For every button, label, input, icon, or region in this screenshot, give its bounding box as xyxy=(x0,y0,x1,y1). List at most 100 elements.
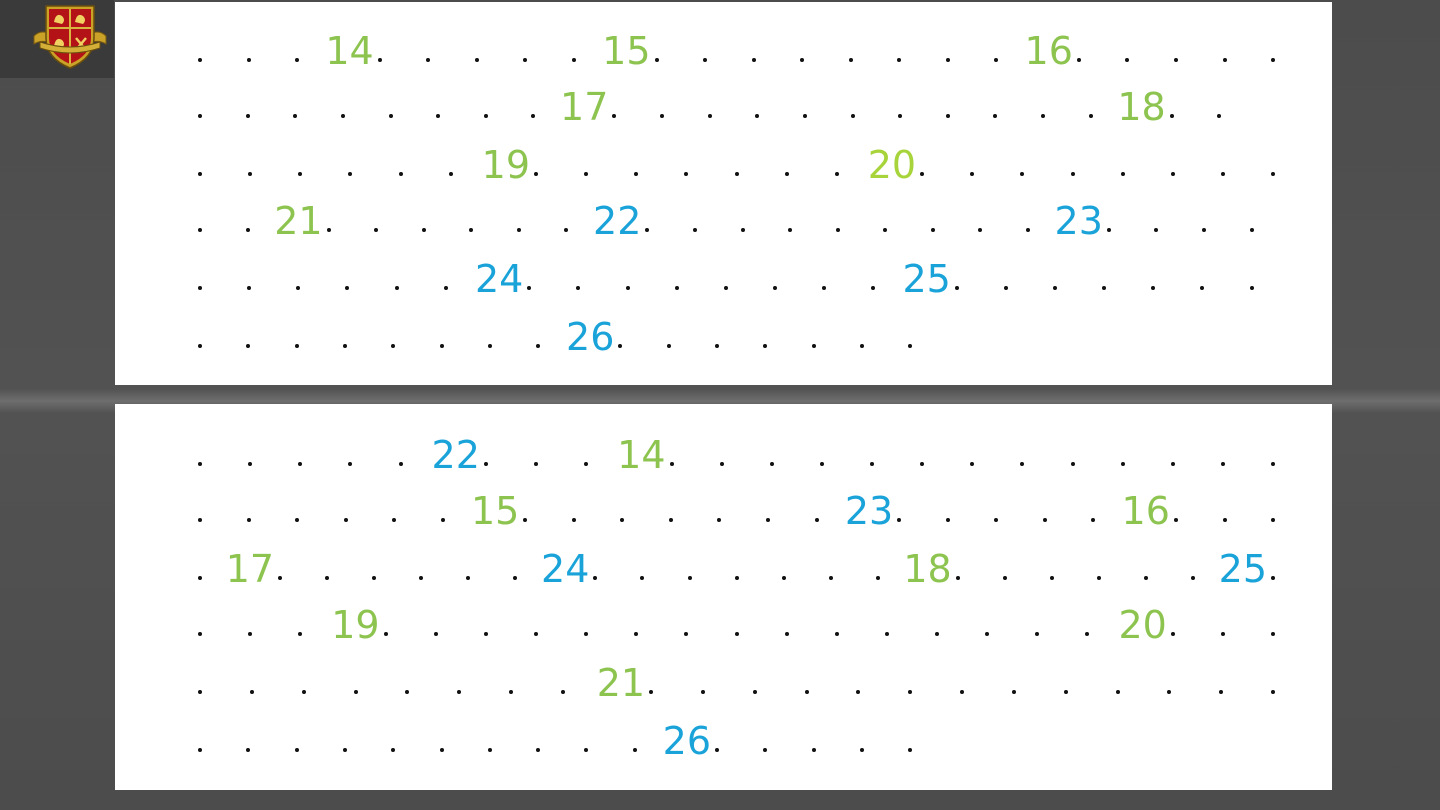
dot-mark xyxy=(634,172,639,176)
dot-mark xyxy=(960,690,964,694)
dot-mark xyxy=(198,344,202,348)
dot-mark xyxy=(383,632,388,636)
dot-mark xyxy=(684,632,689,636)
dot-mark xyxy=(654,58,659,62)
dot-mark xyxy=(249,690,254,694)
dot-mark xyxy=(632,748,637,752)
dot-mark xyxy=(700,690,705,694)
dot-mark xyxy=(1271,690,1275,694)
dot-mark xyxy=(870,462,874,466)
crest-shield-icon xyxy=(33,5,107,69)
dot-mark xyxy=(1070,462,1075,466)
dot-mark xyxy=(1249,228,1254,232)
dot-mark xyxy=(769,462,774,466)
dot-mark xyxy=(856,690,861,694)
dot-mark xyxy=(394,286,399,290)
dot-mark xyxy=(994,58,999,62)
dot-row: 21 xyxy=(115,664,1332,702)
dot-mark xyxy=(1143,576,1148,580)
dot-mark xyxy=(620,518,625,522)
dot-number-label: 24 xyxy=(474,257,524,301)
dot-number-label: 21 xyxy=(274,199,323,243)
dot-mark xyxy=(439,344,444,348)
dot-mark xyxy=(875,576,880,580)
dot-mark xyxy=(448,172,453,176)
dot-mark xyxy=(440,518,445,522)
dot-mark xyxy=(765,518,770,522)
dot-mark xyxy=(246,518,251,522)
dot-mark xyxy=(391,748,396,752)
dot-mark xyxy=(248,172,253,176)
dot-mark xyxy=(634,632,639,636)
dot-mark xyxy=(802,114,807,118)
dot-mark xyxy=(1220,172,1225,176)
dot-mark xyxy=(433,632,438,636)
dot-mark xyxy=(198,518,202,522)
dot-mark xyxy=(301,690,306,694)
dot-mark xyxy=(293,114,298,118)
dot-mark xyxy=(398,462,403,466)
dot-number-label: 14 xyxy=(325,29,374,73)
dot-mark xyxy=(1003,286,1008,290)
dot-number-label: 24 xyxy=(541,547,590,591)
dot-number-label: 25 xyxy=(902,257,951,301)
dot-number-label: 16 xyxy=(1024,29,1073,73)
dot-mark xyxy=(734,576,739,580)
dot-mark xyxy=(674,286,679,290)
dot-mark xyxy=(898,114,903,118)
dot-mark xyxy=(1020,462,1025,466)
dot-mark xyxy=(985,632,990,636)
dot-mark xyxy=(920,462,925,466)
dot-mark xyxy=(945,518,950,522)
dot-mark xyxy=(198,58,202,62)
dot-mark xyxy=(536,748,541,752)
dot-mark xyxy=(625,286,630,290)
dot-mark xyxy=(755,114,760,118)
dot-mark xyxy=(1190,576,1195,580)
dot-mark xyxy=(343,518,348,522)
dot-mark xyxy=(198,748,202,752)
dot-mark xyxy=(584,632,589,636)
dot-mark xyxy=(523,58,528,62)
dot-mark xyxy=(534,172,538,176)
dot-mark xyxy=(246,58,251,62)
dot-number-label: 18 xyxy=(1117,85,1166,129)
dot-row: 26 xyxy=(115,722,1332,760)
dot-mark xyxy=(1271,576,1275,580)
dot-mark xyxy=(703,58,708,62)
dot-mark xyxy=(640,576,645,580)
dot-mark xyxy=(198,114,202,118)
dot-mark xyxy=(560,690,565,694)
dot-mark xyxy=(935,632,939,636)
dot-mark xyxy=(734,632,739,636)
dot-mark xyxy=(534,462,538,466)
dot-mark xyxy=(1220,462,1225,466)
dot-mark xyxy=(751,58,756,62)
dot-mark xyxy=(483,632,488,636)
dot-mark xyxy=(884,632,889,636)
dot-mark xyxy=(1041,114,1045,118)
dot-mark xyxy=(822,286,826,290)
dot-mark xyxy=(978,228,983,232)
dot-mark xyxy=(908,344,913,348)
dot-mark xyxy=(198,576,202,580)
dot-mark xyxy=(1115,690,1120,694)
dot-mark xyxy=(1088,114,1093,118)
dot-mark xyxy=(1222,518,1227,522)
dot-mark xyxy=(1020,172,1025,176)
dot-mark xyxy=(811,344,816,348)
dot-mark xyxy=(483,462,488,466)
dot-mark xyxy=(436,114,441,118)
dot-mark xyxy=(908,690,913,694)
dot-mark xyxy=(1049,576,1054,580)
dot-mark xyxy=(945,58,950,62)
dot-mark xyxy=(342,344,347,348)
dot-mark xyxy=(883,228,888,232)
dot-mark xyxy=(527,286,532,290)
dot-mark xyxy=(342,748,347,752)
dot-mark xyxy=(1271,58,1275,62)
dot-number-label: 20 xyxy=(867,143,917,187)
dot-mark xyxy=(684,172,689,176)
